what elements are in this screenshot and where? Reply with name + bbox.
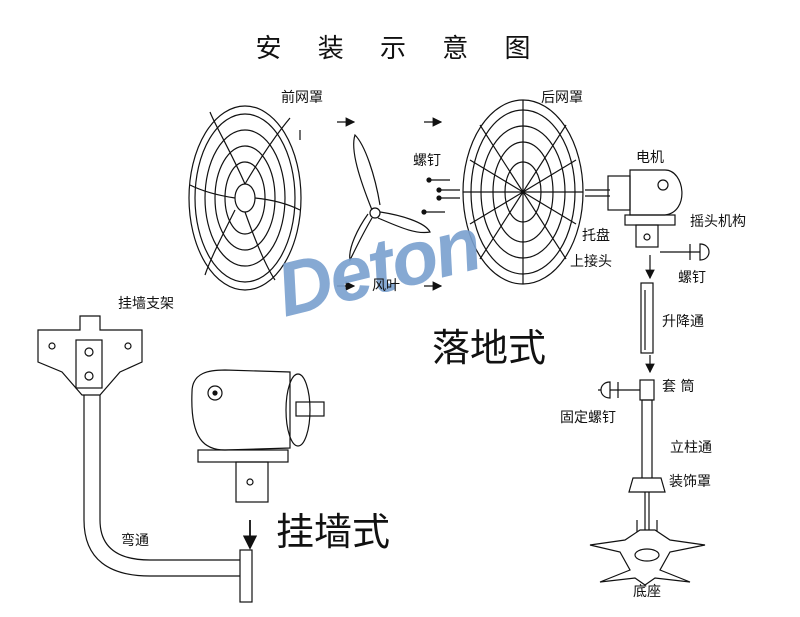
motor-drawing	[585, 169, 683, 248]
floor-stand-drawing	[589, 255, 706, 586]
rear-guard-drawing	[462, 99, 584, 285]
label-decor-cover: 装饰罩	[669, 474, 711, 490]
label-oscillation: 摇头机构	[690, 214, 746, 230]
label-screws-top: 螺钉	[413, 153, 441, 169]
flow-arrows	[337, 117, 443, 291]
screw-right-drawing	[660, 243, 710, 261]
label-rear-guard: 后网罩	[541, 90, 583, 106]
label-elbow-tube: 弯通	[121, 533, 149, 549]
label-screw-right: 螺钉	[678, 270, 706, 286]
label-upper-joint: 上接头	[570, 254, 612, 270]
label-tray: 托盘	[582, 228, 610, 244]
label-motor: 电机	[636, 150, 664, 166]
wall-bracket-drawing	[37, 315, 253, 603]
screws-drawing	[421, 177, 460, 215]
label-floor-type: 落地式	[432, 326, 547, 370]
label-sleeve: 套 筒	[662, 379, 695, 395]
label-wall-type: 挂墙式	[276, 510, 391, 554]
blade-drawing	[349, 133, 431, 262]
front-guard-drawing	[188, 105, 302, 291]
label-wall-bracket: 挂墙支架	[118, 296, 174, 312]
label-base: 底座	[633, 584, 661, 600]
label-lift-tube: 升降通	[662, 314, 704, 330]
label-blade: 风叶	[372, 278, 400, 294]
diagram-title: 安 装 示 意 图	[255, 34, 545, 64]
wall-motor-drawing	[191, 369, 325, 550]
label-fixing-screw: 固定螺钉	[560, 410, 616, 426]
label-front-guard: 前网罩	[281, 90, 323, 106]
label-column-tube: 立柱通	[670, 440, 712, 456]
